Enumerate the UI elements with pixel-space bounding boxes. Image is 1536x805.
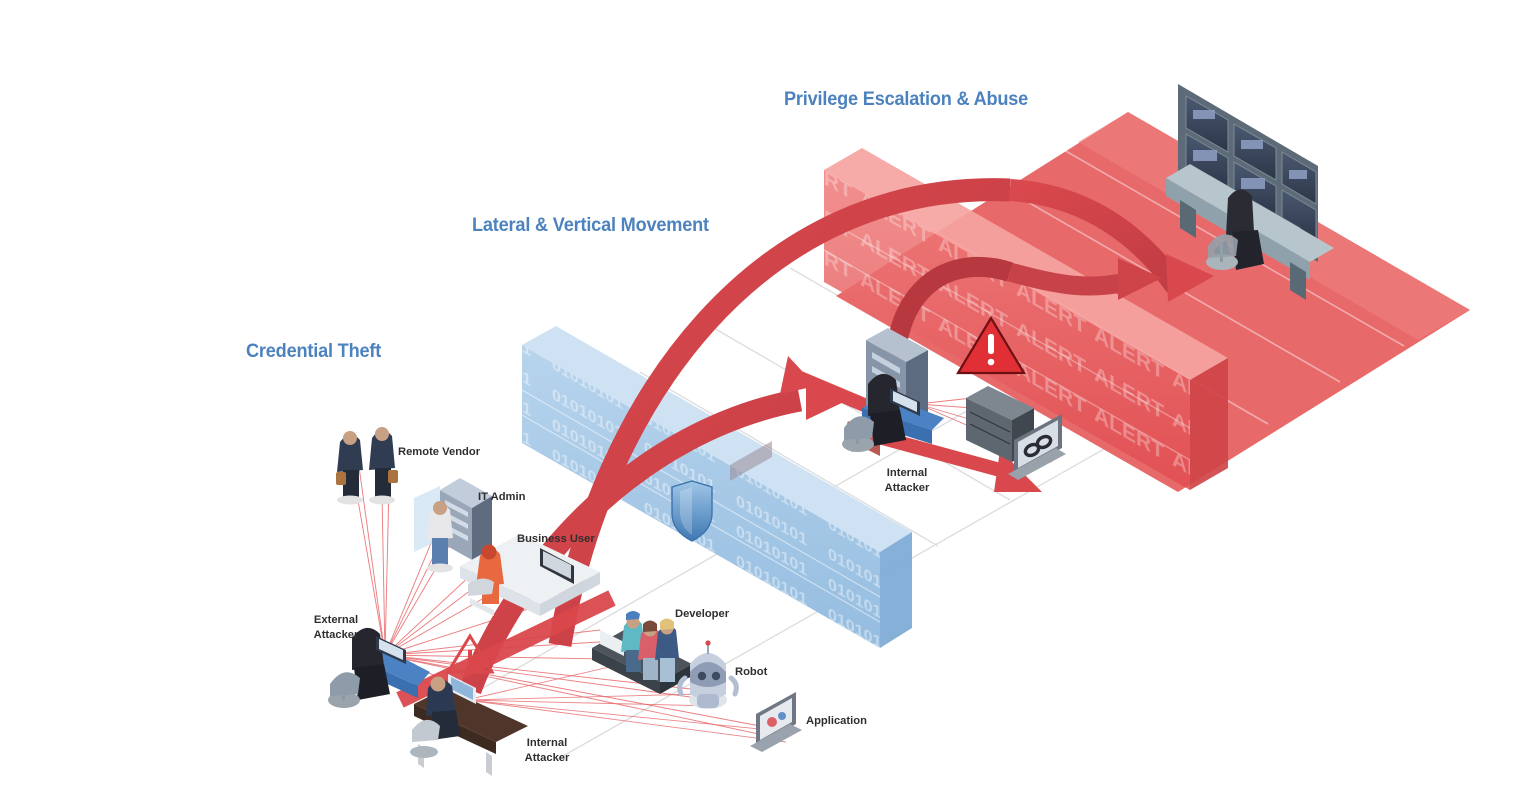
phase-heading-lateral-vertical-movement: Lateral & Vertical Movement	[472, 214, 709, 236]
node-label-business-user: Business User	[517, 533, 595, 545]
node-label-robot: Robot	[735, 666, 768, 678]
external-attacker-figure	[328, 627, 430, 708]
phase-heading-privilege-escalation-abuse: Privilege Escalation & Abuse	[784, 88, 1029, 110]
node-label-it-admin: IT Admin	[478, 491, 526, 503]
shield-icon	[671, 480, 713, 542]
node-label-external-attacker: External Attacker	[313, 614, 359, 641]
warning-triangle-icon	[956, 315, 1026, 375]
soc-operator-figure	[1206, 189, 1264, 270]
laptop-icon-application	[750, 692, 802, 752]
node-label-developer: Developer	[675, 608, 730, 620]
business-user-workstation	[460, 534, 600, 616]
it-admin-figure	[427, 501, 453, 573]
warning-triangle-icon-front	[445, 633, 495, 674]
internal-attacker-core-figure	[842, 373, 944, 456]
laptop-link-icon	[1008, 414, 1066, 480]
flow-arrow-lateral-sweep	[548, 178, 1214, 647]
robot-icon	[677, 640, 739, 709]
remote-vendor-figures	[336, 427, 398, 505]
privilege-floor	[836, 112, 1470, 492]
node-label-application: Application	[806, 715, 867, 727]
attack-ray-fan-internal	[465, 659, 787, 743]
internal-attacker-front-figure	[410, 674, 528, 776]
developer-figures	[621, 611, 679, 682]
node-label-internal-attacker-front: Internal Attacker	[524, 737, 570, 764]
blue-security-wall	[521, 326, 912, 648]
soc-control-room	[1166, 84, 1334, 300]
server-rack-icon-admin	[414, 478, 492, 560]
phase-heading-credential-theft: Credential Theft	[246, 340, 382, 362]
node-label-remote-vendor: Remote Vendor	[398, 446, 481, 458]
node-label-internal-attacker-core: Internal Attacker	[884, 467, 930, 494]
